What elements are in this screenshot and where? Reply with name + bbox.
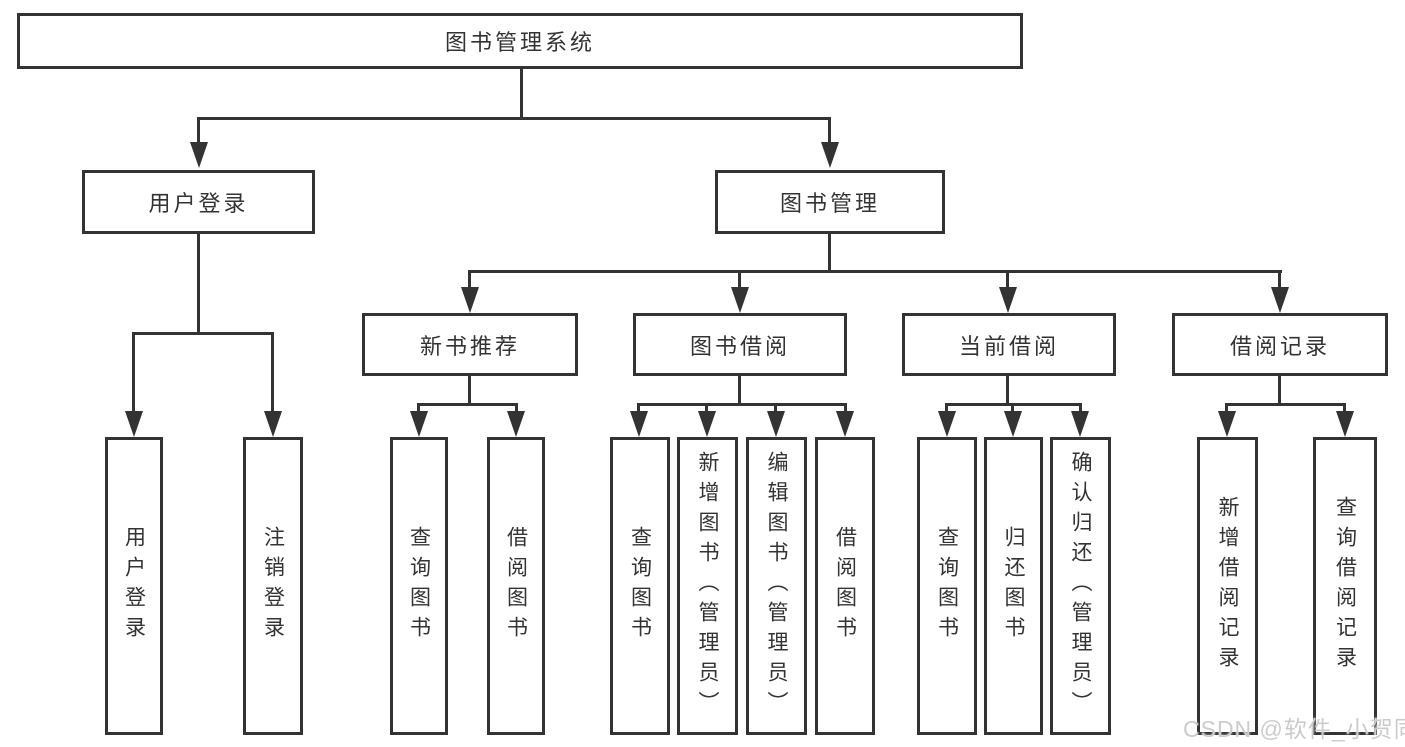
leaf-logout: 注销登录 [243,437,303,735]
connector-line [738,376,741,405]
arrow-down-icon [1071,411,1089,437]
node-book-borrowing: 图书借阅 [633,313,847,376]
leaf-edit-book-admin: 编辑图书（管理员） [746,437,807,735]
arrow-down-icon [767,411,785,437]
connector-line [1006,376,1009,405]
connector-line [417,403,420,413]
arrow-down-icon [1271,287,1289,313]
connector-line [1225,403,1346,406]
connector-line [1011,403,1014,413]
connector-line [637,403,847,406]
arrow-down-icon [698,411,716,437]
connector-line [705,403,708,413]
connector-line [197,117,200,143]
connector-line [271,332,274,412]
arrow-down-icon [1004,411,1022,437]
node-user-login: 用户登录 [82,170,315,234]
arrow-down-icon [731,287,749,313]
leaf-add-book-admin: 新增图书（管理员） [677,437,738,735]
connector-line [417,403,518,406]
leaf-user-login: 用户登录 [105,437,163,735]
arrow-down-icon [507,411,525,437]
connector-line [468,270,471,289]
leaf-add-borrow-record: 新增借阅记录 [1197,437,1258,735]
node-library-management-system: 图书管理系统 [17,13,1023,69]
leaf-query-books-borrowing: 查询图书 [610,437,670,735]
connector-line [1006,270,1009,289]
arrow-down-icon [264,411,282,437]
connector-line [1343,403,1346,413]
leaf-query-borrow-record: 查询借阅记录 [1313,437,1377,735]
connector-line [774,403,777,413]
connector-line [1079,403,1082,413]
connector-line [468,376,471,405]
leaf-query-books-current: 查询图书 [917,437,977,735]
connector-line [1278,376,1281,405]
arrow-down-icon [125,411,143,437]
leaf-query-books-recommend: 查询图书 [390,437,448,735]
arrow-down-icon [461,287,479,313]
connector-line [132,332,135,412]
leaf-return-book: 归还图书 [984,437,1043,735]
connector-line [637,403,640,413]
leaf-confirm-return-admin: 确认归还（管理员） [1050,437,1111,735]
node-current-borrowing: 当前借阅 [902,313,1116,376]
connector-line [468,270,1282,273]
arrow-down-icon [1336,411,1354,437]
arrow-down-icon [821,142,839,168]
connector-line [197,117,831,120]
connector-line [1278,270,1281,289]
node-borrow-records: 借阅记录 [1172,313,1388,376]
leaf-borrow-books-recommend: 借阅图书 [487,437,545,735]
arrow-down-icon [190,142,208,168]
leaf-borrow-books-borrowing: 借阅图书 [815,437,875,735]
connector-line [520,69,523,120]
arrow-down-icon [1218,411,1236,437]
connector-line [1225,403,1228,413]
connector-line [515,403,518,413]
arrow-down-icon [410,411,428,437]
connector-line [132,332,274,335]
node-new-book-recommend: 新书推荐 [362,313,578,376]
connector-line [828,117,831,143]
node-book-management: 图书管理 [715,170,945,234]
arrow-down-icon [938,411,956,437]
connector-line [844,403,847,413]
arrow-down-icon [999,287,1017,313]
connector-line [738,270,741,289]
connector-line [945,403,948,413]
connector-line [828,234,831,272]
csdn-watermark: CSDN @软件_小贺同学 [1183,716,1405,742]
arrow-down-icon [836,411,854,437]
arrow-down-icon [630,411,648,437]
connector-line [197,234,200,334]
